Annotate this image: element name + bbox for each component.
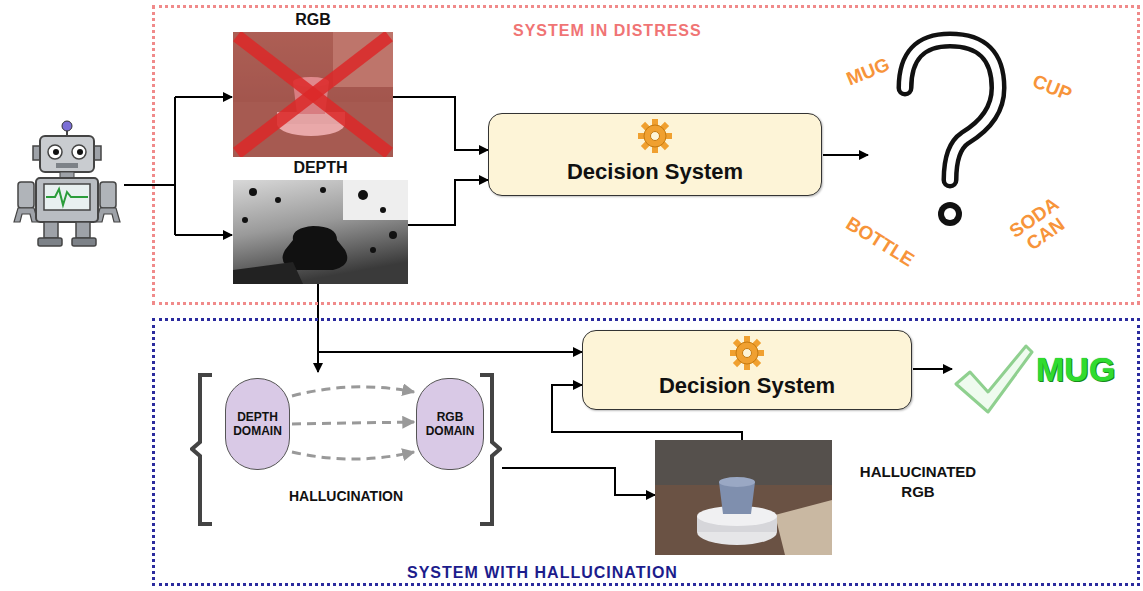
mapping-arrow bbox=[292, 452, 414, 459]
output-label: MUG bbox=[844, 54, 893, 89]
node-text: HALLUCINATION bbox=[190, 488, 502, 504]
depth-image: DEPTH bbox=[233, 180, 408, 284]
node-text: SYSTEM IN DISTRESS bbox=[513, 22, 702, 40]
region-band: SYSTEM WITH HALLUCINATION HALLUCINATION DE… bbox=[152, 318, 1140, 586]
process-box: Decision System bbox=[582, 330, 912, 410]
connector-arrow bbox=[393, 97, 488, 150]
check-mark bbox=[956, 346, 1032, 412]
rgb-image: RGB bbox=[233, 32, 393, 157]
connector-arrow bbox=[502, 468, 655, 495]
node-text: HALLUCINATED RGB bbox=[848, 462, 988, 501]
process-box: Decision System bbox=[488, 113, 822, 196]
output-label: BOTTLE bbox=[842, 213, 917, 270]
node-text: RGB bbox=[233, 11, 393, 29]
photo bbox=[655, 440, 832, 555]
output-label: SODA CAN bbox=[1002, 191, 1077, 260]
domain-oval: DEPTH DOMAIN bbox=[225, 378, 290, 470]
node-text: Decision System bbox=[659, 373, 835, 399]
output-label: MUG bbox=[1036, 352, 1115, 388]
bracket-group: HALLUCINATION DEPTH DOMAIN RGB DOMAIN bbox=[190, 372, 502, 527]
output-label: CUP bbox=[1030, 71, 1075, 105]
region-band: SYSTEM IN DISTRESS RGB DEPTH Decision Syste… bbox=[152, 5, 1140, 305]
photo bbox=[233, 32, 393, 157]
question-mark bbox=[905, 40, 998, 226]
mapping-arrow bbox=[292, 387, 414, 396]
gear-icon bbox=[729, 335, 765, 371]
depth-map bbox=[233, 180, 408, 284]
node-text: Decision System bbox=[567, 159, 743, 185]
domain-oval: RGB DOMAIN bbox=[416, 378, 484, 470]
input-wires bbox=[124, 97, 232, 235]
robot-icon bbox=[14, 121, 120, 246]
hallucinated-image: HALLUCINATED RGB bbox=[655, 440, 832, 555]
gear-icon bbox=[637, 118, 673, 154]
node-text: DEPTH bbox=[233, 159, 408, 177]
connector-arrow bbox=[408, 180, 488, 225]
node-text: SYSTEM WITH HALLUCINATION bbox=[407, 564, 678, 582]
mapping-arrow bbox=[292, 422, 414, 424]
node-text: RGB DOMAIN bbox=[423, 410, 477, 439]
node-text: DEPTH DOMAIN bbox=[232, 410, 283, 439]
